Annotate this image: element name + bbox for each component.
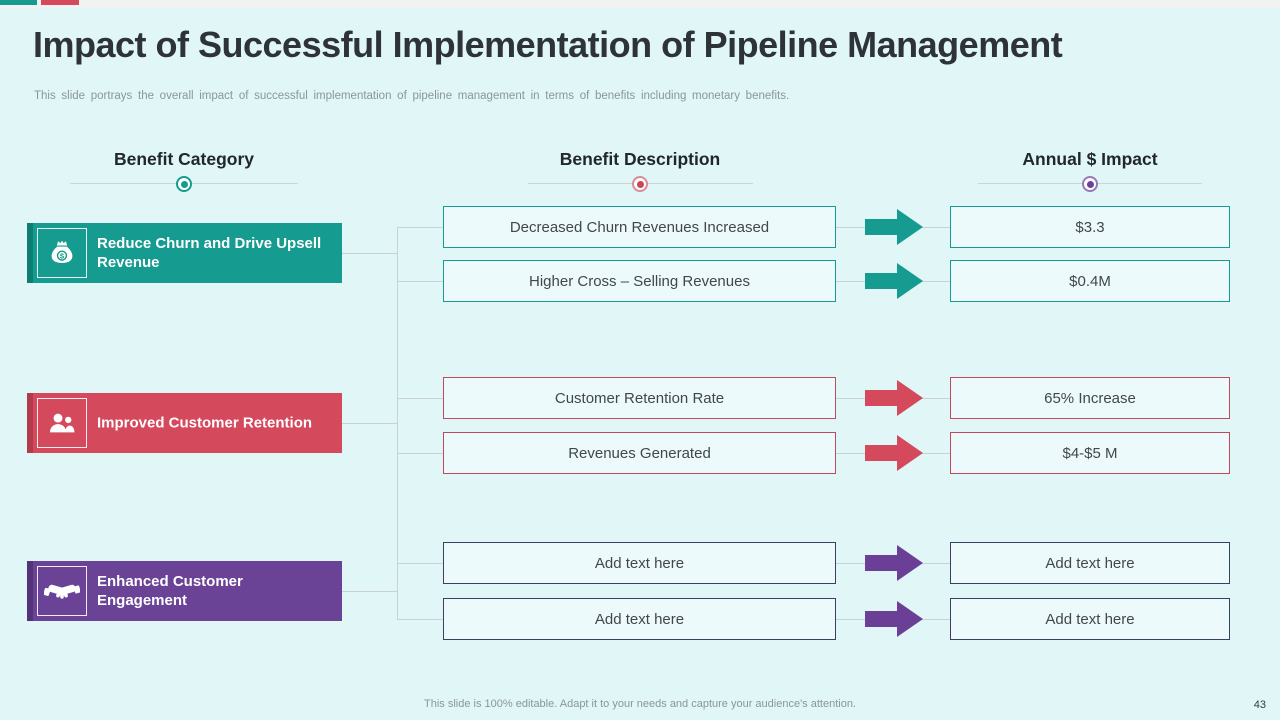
impact-box: $3.3 [950, 206, 1230, 248]
description-box: Decreased Churn Revenues Increased [443, 206, 836, 248]
right-arrow-icon [865, 601, 923, 637]
right-arrow-icon [865, 380, 923, 416]
description-box: Higher Cross – Selling Revenues [443, 260, 836, 302]
category-label: Enhanced Customer Engagement [97, 573, 243, 609]
header-marker-teal-icon [176, 176, 192, 192]
header-marker-red-icon [632, 176, 648, 192]
people-icon [37, 398, 87, 448]
column-header-annual-impact: Annual $ Impact [1022, 149, 1158, 169]
description-box: Customer Retention Rate [443, 377, 836, 419]
page-number: 43 [1253, 699, 1266, 711]
connector-line [398, 281, 443, 282]
connector-line [398, 619, 443, 620]
right-arrow-icon [865, 545, 923, 581]
connector-line [398, 453, 443, 454]
category-label: Reduce Churn and Drive Upsell Revenue [97, 235, 322, 271]
handshake-icon [37, 566, 87, 616]
category-edge [27, 223, 33, 283]
slide-subtitle: This slide portrays the overall impact o… [34, 90, 790, 102]
right-arrow-icon [865, 435, 923, 471]
connector-line [398, 398, 443, 399]
connector-line [342, 591, 398, 592]
header-marker-purple-icon [1082, 176, 1098, 192]
connector-line [398, 563, 443, 564]
connector-line [342, 423, 398, 424]
impact-box: $4-$5 M [950, 432, 1230, 474]
impact-box: 65% Increase [950, 377, 1230, 419]
category-label: Improved Customer Retention [97, 414, 313, 432]
right-arrow-icon [865, 263, 923, 299]
impact-placeholder[interactable]: Add text here [950, 598, 1230, 640]
description-box: Revenues Generated [443, 432, 836, 474]
money-bag-icon: $ [37, 228, 87, 278]
column-header-benefit-description: Benefit Description [559, 149, 721, 169]
connector-spine [397, 227, 398, 620]
category-edge [27, 393, 33, 453]
category-box-customer-engagement: Enhanced Customer Engagement [27, 561, 342, 621]
connector-line [398, 227, 443, 228]
category-edge [27, 561, 33, 621]
top-strip [0, 0, 1280, 8]
accent-bar-teal [0, 0, 37, 5]
description-placeholder[interactable]: Add text here [443, 542, 836, 584]
accent-bar-red [41, 0, 79, 5]
column-header-benefit-category: Benefit Category [113, 149, 255, 169]
svg-text:$: $ [60, 251, 65, 260]
category-box-reduce-churn: $ Reduce Churn and Drive Upsell Revenue [27, 223, 342, 283]
connector-line [342, 253, 398, 254]
right-arrow-icon [865, 209, 923, 245]
impact-box: $0.4M [950, 260, 1230, 302]
category-box-customer-retention: Improved Customer Retention [27, 393, 342, 453]
page-title: Impact of Successful Implementation of P… [33, 24, 1063, 65]
impact-placeholder[interactable]: Add text here [950, 542, 1230, 584]
description-placeholder[interactable]: Add text here [443, 598, 836, 640]
footer-note: This slide is 100% editable. Adapt it to… [424, 698, 856, 710]
